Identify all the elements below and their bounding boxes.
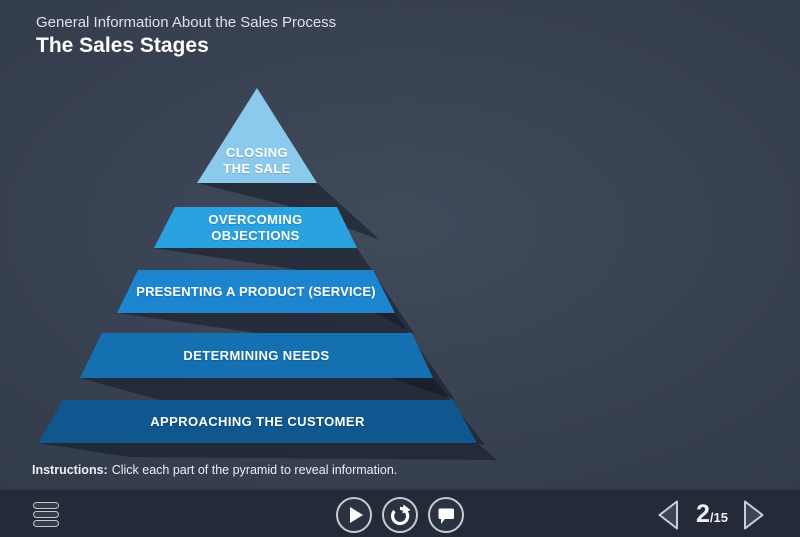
- slide-subtitle: General Information About the Sales Proc…: [36, 14, 337, 31]
- slide-counter: 2/15: [684, 499, 740, 531]
- menu-bar: [33, 520, 59, 527]
- play-icon: [350, 507, 363, 523]
- replay-button[interactable]: [382, 497, 418, 533]
- pyramid-layer-presenting-a-product[interactable]: [117, 270, 395, 313]
- comment-icon: [438, 508, 454, 524]
- pyramid-layer-approaching-the-customer[interactable]: [38, 400, 477, 443]
- comment-button[interactable]: [428, 497, 464, 533]
- slide-counter-separator: /: [709, 510, 714, 525]
- instructions-text: Instructions:Click each part of the pyra…: [32, 461, 397, 479]
- current-slide-number: 2: [696, 500, 710, 528]
- instructions-body: Click each part of the pyramid to reveal…: [111, 463, 398, 477]
- pyramid-shadow: [197, 183, 380, 240]
- chevron-right-icon: [744, 500, 764, 530]
- chevron-left-icon: [658, 500, 678, 530]
- play-button[interactable]: [336, 497, 372, 533]
- total-slide-count: 15: [713, 510, 728, 525]
- next-slide-button[interactable]: [742, 499, 766, 531]
- menu-icon[interactable]: [33, 502, 59, 529]
- player-bar: 2/15: [0, 489, 800, 537]
- instructions-label: Instructions:: [32, 463, 108, 477]
- pyramid-layer-determining-needs[interactable]: [80, 333, 433, 378]
- pyramid-layer-overcoming-objections[interactable]: [154, 207, 357, 248]
- pyramid-shadow: [38, 443, 497, 460]
- pyramid-shadow: [154, 248, 415, 335]
- replay-icon: [391, 504, 411, 526]
- previous-slide-button[interactable]: [656, 499, 680, 531]
- menu-bar: [33, 511, 59, 518]
- pyramid-layer-closing-the-sale[interactable]: [197, 88, 317, 183]
- page-title: The Sales Stages: [36, 34, 209, 57]
- menu-bar: [33, 502, 59, 509]
